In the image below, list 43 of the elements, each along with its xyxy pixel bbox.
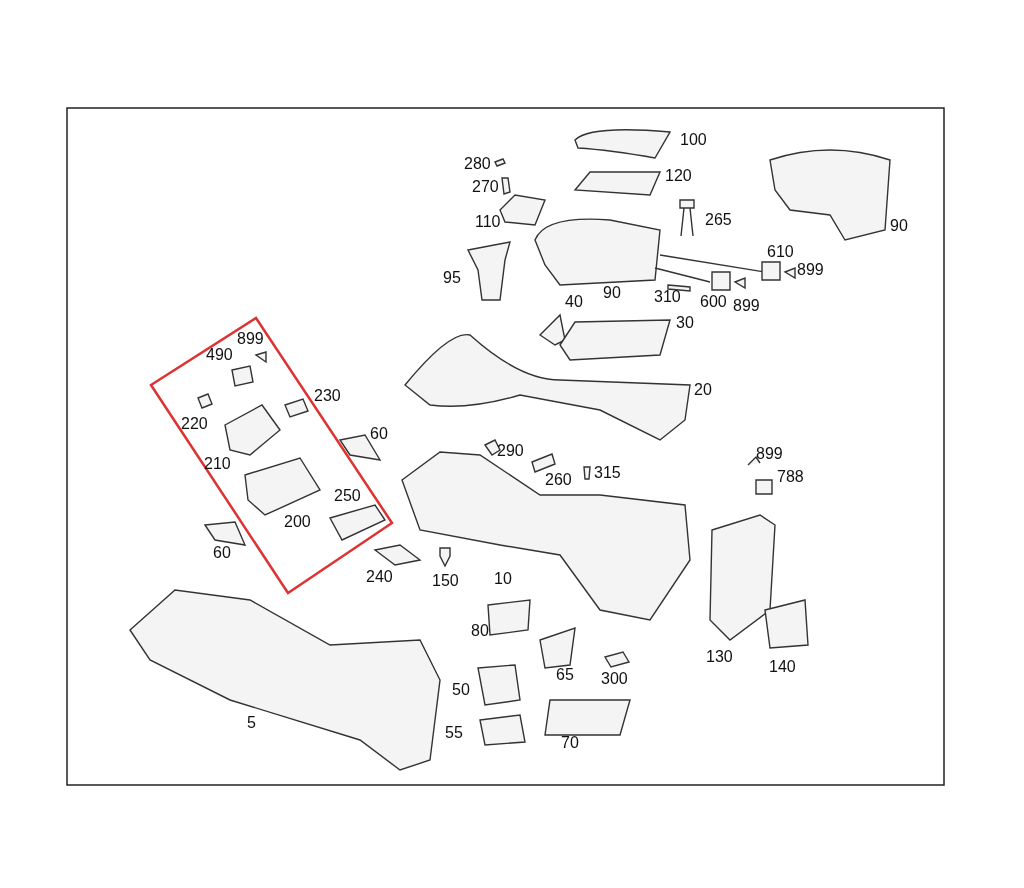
callout-number: 899 (756, 445, 783, 463)
callout-number: 140 (769, 658, 796, 676)
callout-number: 70 (561, 734, 579, 752)
callout-number: 300 (601, 670, 628, 688)
callout-number: 220 (181, 415, 208, 433)
callout-number: 150 (432, 572, 459, 590)
callout-number: 610 (767, 243, 794, 261)
callout-number: 130 (706, 648, 733, 666)
callout-number: 280 (464, 155, 491, 173)
callout-number: 899 (237, 330, 264, 348)
callout-number: 55 (445, 724, 463, 742)
callout-number: 265 (705, 211, 732, 229)
callout-number: 40 (565, 293, 583, 311)
callout-number: 65 (556, 666, 574, 684)
callout-number: 490 (206, 346, 233, 364)
callout-number: 5 (247, 714, 256, 732)
callout-number: 50 (452, 681, 470, 699)
callout-number: 90 (890, 217, 908, 235)
callout-number: 788 (777, 468, 804, 486)
callout-number: 30 (676, 314, 694, 332)
callout-number: 110 (475, 213, 501, 231)
callout-number: 120 (665, 167, 692, 185)
callout-number: 250 (334, 487, 361, 505)
callout-number: 310 (654, 288, 681, 306)
callout-number: 20 (694, 381, 712, 399)
callout-number: 600 (700, 293, 727, 311)
callout-number: 200 (284, 513, 311, 531)
callout-number: 95 (443, 269, 461, 287)
callout-number: 210 (204, 455, 231, 473)
callout-number: 290 (497, 442, 524, 460)
callout-number: 315 (594, 464, 621, 482)
callout-number: 899 (733, 297, 760, 315)
callout-number: 60 (370, 425, 388, 443)
callout-number: 899 (797, 261, 824, 279)
callout-number: 60 (213, 544, 231, 562)
callout-number: 230 (314, 387, 341, 405)
callout-number: 80 (471, 622, 489, 640)
callout-number: 270 (472, 178, 499, 196)
callout-number: 240 (366, 568, 393, 586)
callout-number: 100 (680, 131, 707, 149)
callout-number: 260 (545, 471, 572, 489)
callout-number: 10 (494, 570, 512, 588)
callout-number: 90 (603, 284, 621, 302)
